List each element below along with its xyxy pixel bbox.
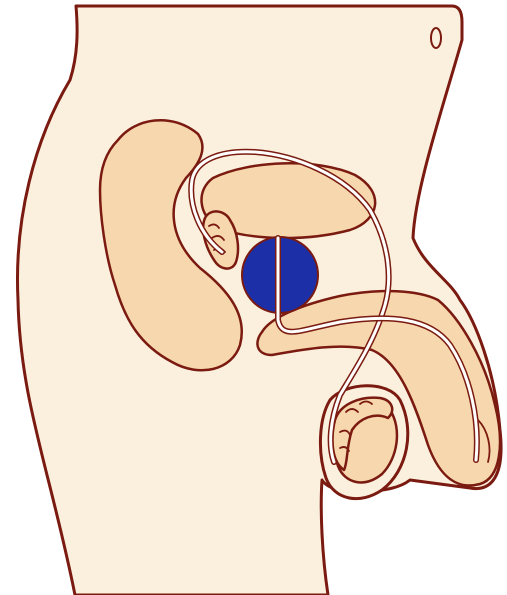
pelvis-diagram [0, 0, 507, 595]
